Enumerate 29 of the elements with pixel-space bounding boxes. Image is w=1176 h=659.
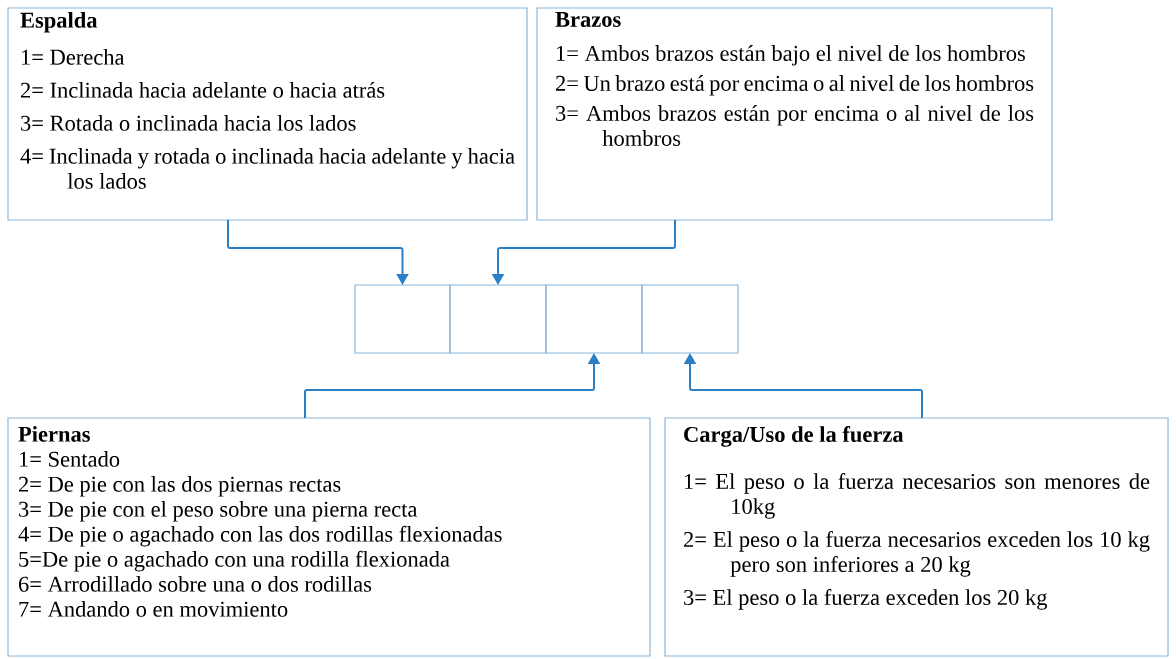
box-heading: Carga/Uso de la fuerza [684, 426, 904, 447]
list-item: 7= Andando o en movimiento [19, 601, 288, 617]
list-item: 2= Un brazo está por encima o al nivel de los hombros [556, 75, 1034, 96]
criteria-box [664, 417, 1169, 657]
empty-cell [641, 284, 739, 354]
list-item: 2= El peso o la fuerza necesarios exceden los 10 kg pero son inferiores a 20 kg [684, 531, 1150, 577]
empty-cell [354, 284, 451, 354]
list-item: 4= Inclinada y rotada o inclinada hacia adelante y hacia los lados [20, 148, 515, 189]
list-item: 3= El peso o la fuerza exceden los 20 kg [684, 589, 1048, 610]
criteria-box [536, 7, 1053, 221]
list-item: 5=De pie o agachado con una rodilla flexionada [19, 550, 450, 572]
box-heading: Piernas [18, 426, 90, 442]
list-item: 6= Arrodillado sobre una o dos rodillas [18, 576, 372, 592]
list-item: 2= Inclinada hacia adelante o hacia atrás [21, 81, 385, 98]
list-item: 1= Ambos brazos están bajo el nivel de los hombros [557, 45, 1025, 66]
criteria-box [7, 7, 528, 221]
empty-cell [449, 284, 547, 354]
box-heading: Espalda [20, 12, 98, 33]
criteria-box [7, 417, 651, 657]
list-item: 1= Derecha [22, 49, 125, 65]
empty-cell [545, 284, 643, 354]
box-heading: Brazos [555, 12, 621, 27]
list-item: 4= De pie o agachado con las dos rodillas flexionadas [18, 525, 502, 547]
list-item: 3= De pie con el peso sobre una pierna recta [19, 501, 418, 522]
list-item: 1= El peso o la fuerza necesarios son menores de 10kg [685, 473, 1150, 519]
list-item: 3= Ambos brazos están por encima o al nivel de los hombros [556, 105, 1034, 146]
list-item: 1= Sentado [20, 451, 120, 467]
list-item: 2= De pie con las dos piernas rectas [19, 476, 341, 497]
list-item: 3= Rotada o inclinada hacia los lados [21, 115, 356, 131]
